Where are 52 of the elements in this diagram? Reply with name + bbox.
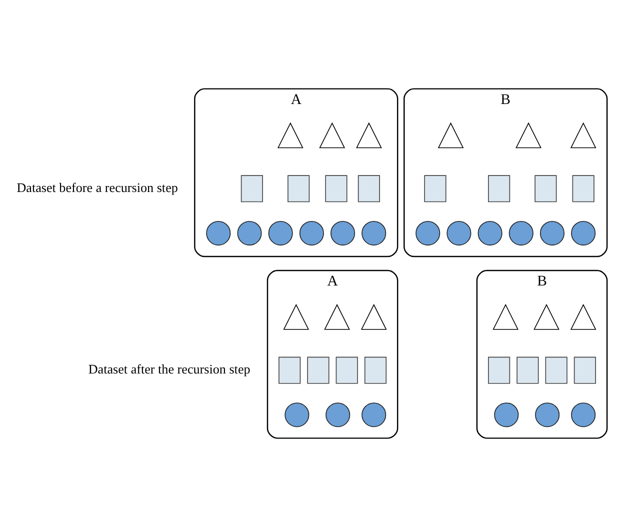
- node-circle: [416, 220, 440, 246]
- node-triangle: [319, 122, 346, 148]
- node-box: [572, 175, 594, 202]
- node-triangle: [283, 304, 310, 330]
- node-box: [307, 356, 330, 384]
- node-circle: [206, 220, 231, 246]
- node-triangle: [516, 122, 542, 148]
- node-circle: [571, 220, 596, 246]
- node-triangle: [534, 304, 560, 330]
- node-box: [488, 175, 510, 202]
- node-circle: [268, 220, 293, 246]
- node-triangle: [492, 304, 519, 330]
- node-box: [358, 175, 380, 202]
- label: Dataset after the recursion step: [88, 361, 250, 376]
- node-circle: [362, 402, 386, 428]
- node-circle: [478, 220, 502, 246]
- node-box: [336, 356, 358, 384]
- node-box: [288, 175, 310, 202]
- node-box: [278, 356, 301, 384]
- node-box: [364, 356, 387, 384]
- node-circle: [540, 220, 564, 246]
- node-circle: [330, 220, 356, 246]
- node-box: [488, 356, 510, 384]
- node-circle: [237, 220, 262, 246]
- node-circle: [284, 402, 310, 428]
- cluster: B: [404, 88, 608, 258]
- node-triangle: [324, 304, 350, 330]
- node-box: [574, 356, 596, 384]
- node-circle: [326, 402, 350, 428]
- node-triangle: [356, 122, 382, 148]
- node-circle: [446, 220, 472, 246]
- node-triangle: [277, 122, 304, 148]
- node-box: [545, 356, 568, 384]
- node-box: [534, 175, 557, 202]
- node-triangle: [570, 304, 596, 330]
- node-triangle: [360, 304, 387, 330]
- node-circle: [535, 402, 560, 428]
- label: Dataset before a recursion step: [16, 180, 178, 195]
- node-circle: [508, 220, 534, 246]
- node-circle: [571, 402, 596, 428]
- node-circle: [494, 402, 519, 428]
- node-circle: [362, 220, 386, 246]
- cluster: A: [194, 88, 398, 258]
- node-box: [516, 356, 539, 384]
- cluster: B: [476, 270, 608, 439]
- node-box: [240, 175, 263, 202]
- node-triangle: [438, 122, 464, 148]
- node-triangle: [570, 122, 596, 148]
- node-circle: [299, 220, 324, 246]
- node-box: [424, 175, 446, 202]
- cluster: A: [266, 270, 398, 439]
- node-box: [325, 175, 348, 202]
